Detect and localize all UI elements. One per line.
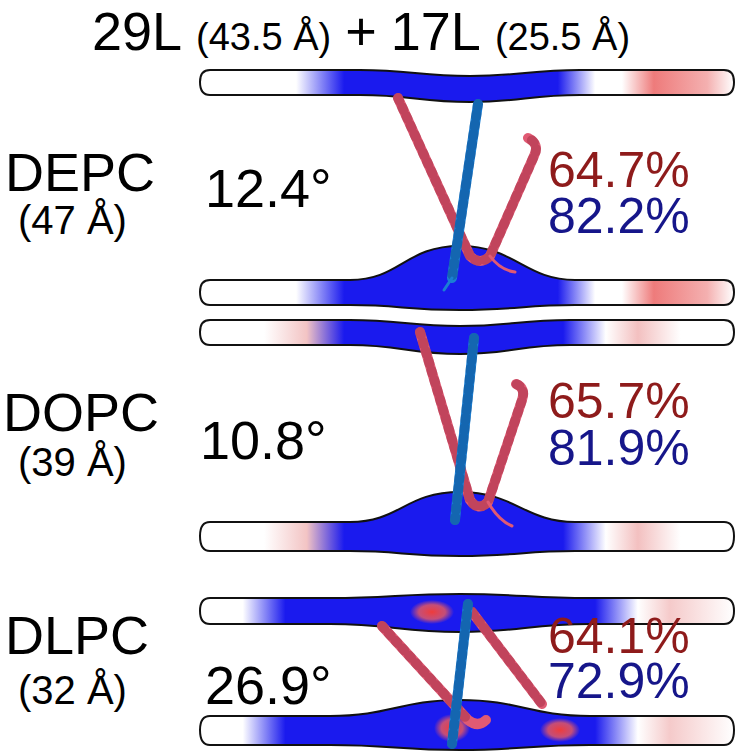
bilayer-thickness: (47 Å) xyxy=(18,200,127,240)
title-part: 17L xyxy=(391,4,481,58)
tilt-angle: 12.4° xyxy=(205,161,332,215)
tilt-angle: 10.8° xyxy=(200,413,327,467)
percent-value: 65.7% xyxy=(548,376,690,426)
title-part: (25.5 Å) xyxy=(495,18,630,56)
bilayer-thickness: (32 Å) xyxy=(18,670,127,710)
title-part: 29L xyxy=(92,4,182,58)
lipid-name: DLPC xyxy=(5,608,149,662)
percent-value: 72.9% xyxy=(548,656,690,706)
title-part: + xyxy=(345,4,377,58)
percent-value: 64.7% xyxy=(548,145,690,195)
percent-value: 81.9% xyxy=(548,423,690,473)
tilt-angle: 26.9° xyxy=(205,658,332,712)
percent-value: 64.1% xyxy=(548,611,690,661)
bilayer-thickness: (39 Å) xyxy=(18,442,127,482)
percent-value: 82.2% xyxy=(548,191,690,241)
title-part: (43.5 Å) xyxy=(196,18,331,56)
title-row: 29L (43.5 Å) +17L (25.5 Å) xyxy=(0,4,736,58)
lipid-name: DOPC xyxy=(3,385,159,439)
lipid-name: DEPC xyxy=(5,145,155,199)
